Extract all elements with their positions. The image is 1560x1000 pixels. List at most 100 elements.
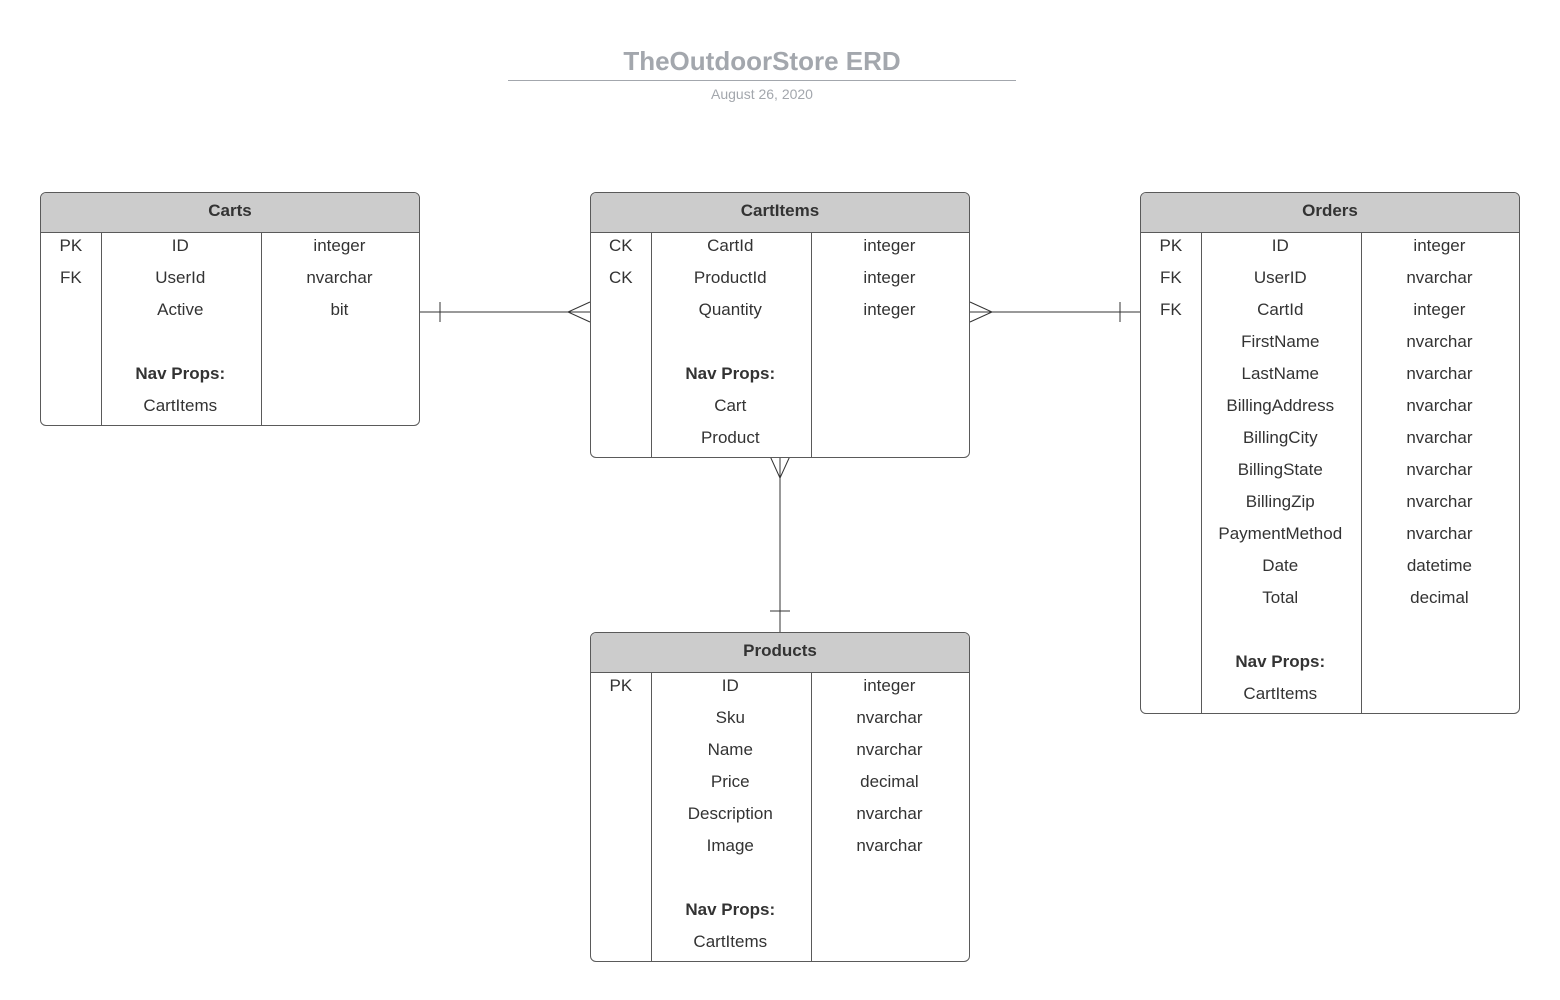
empty-cell [1141,617,1201,649]
column-divider [811,673,812,961]
empty-cell [591,929,651,961]
entity-header: Carts [41,193,419,233]
empty-cell [810,361,969,393]
empty-cell [591,393,651,425]
field-type: integer [863,236,916,255]
field-name: FirstName [1241,332,1320,351]
field-name: BillingState [1237,460,1323,479]
field-key [1141,553,1201,585]
field-name: ID [1271,236,1289,255]
table-row: Date datetime [1141,553,1519,585]
table-row: Cart [591,393,969,425]
nav-props-label: Nav Props: [135,364,226,383]
spacer-row [591,865,969,897]
empty-cell [591,361,651,393]
field-key [41,297,101,329]
entity-header: CartItems [591,193,969,233]
table-row: Quantity integer [591,297,969,329]
table-row: Nav Props: [591,897,969,929]
field-name: UserID [1253,268,1307,287]
nav-prop: CartItems [143,396,218,415]
field-type: nvarchar [1406,524,1473,543]
field-name: ID [171,236,189,255]
empty-cell [1201,617,1360,649]
empty-cell [591,865,651,897]
entity-header: Products [591,633,969,673]
nav-props-label: Nav Props: [685,900,776,919]
field-type: integer [863,300,916,319]
field-key [591,769,651,801]
empty-cell [651,865,810,897]
field-key: FK [1159,268,1182,287]
column-divider [651,673,652,961]
field-key [1141,393,1201,425]
field-name: PaymentMethod [1218,524,1343,543]
table-row: Nav Props: [591,361,969,393]
spacer-row [1141,617,1519,649]
table-row: FirstName nvarchar [1141,329,1519,361]
empty-cell [810,865,969,897]
field-name: Date [1262,556,1299,575]
field-name: BillingCity [1242,428,1318,447]
field-type: nvarchar [856,708,923,727]
field-name: CartId [1257,300,1304,319]
field-name: Description [687,804,773,823]
table-row: Price decimal [591,769,969,801]
empty-cell [591,425,651,457]
cartitems-crowfoot-bottom [769,455,791,480]
field-key: PK [59,236,83,255]
field-type: datetime [1406,556,1473,575]
empty-cell [591,897,651,929]
field-name: ID [721,676,739,695]
nav-prop: CartItems [1243,684,1318,703]
empty-cell [1360,649,1519,681]
empty-cell [1360,617,1519,649]
field-name: Price [710,772,750,791]
field-key [591,833,651,865]
field-name: Image [706,836,754,855]
column-divider [1361,233,1362,713]
spacer-row [591,329,969,361]
field-key [591,801,651,833]
field-type: nvarchar [1406,332,1473,351]
field-key: FK [1159,300,1182,319]
field-key [591,705,651,737]
nav-props-label: Nav Props: [1235,652,1326,671]
field-type: decimal [1410,588,1469,607]
empty-cell [810,425,969,457]
empty-cell [810,393,969,425]
empty-cell [810,329,969,361]
field-type: decimal [860,772,919,791]
field-type: nvarchar [1406,396,1473,415]
entity-header: Orders [1141,193,1519,233]
empty-cell [41,393,101,425]
field-key: CK [609,268,633,287]
empty-cell [1360,681,1519,713]
empty-cell [260,329,419,361]
empty-cell [260,393,419,425]
field-name: LastName [1241,364,1319,383]
empty-cell [591,329,651,361]
field-name: Quantity [698,300,762,319]
field-type: nvarchar [1406,364,1473,383]
table-row: CartItems [591,929,969,961]
field-name: Active [157,300,204,319]
field-key [1141,489,1201,521]
